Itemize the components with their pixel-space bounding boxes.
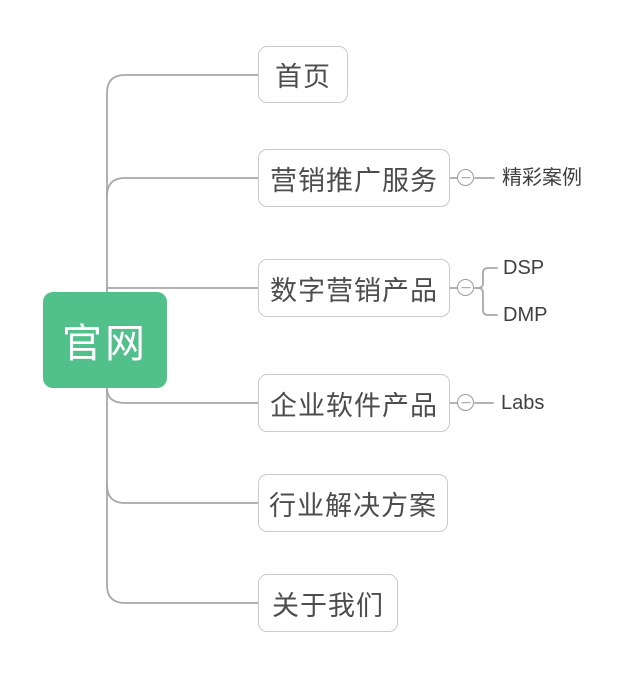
branch-marketing — [106, 177, 259, 197]
branch-about — [106, 387, 259, 604]
leaf-featured-cases[interactable]: 精彩案例 — [502, 166, 582, 190]
node-about-us-label: 关于我们 — [272, 590, 384, 621]
node-industry-solutions[interactable]: 行业解决方案 — [258, 474, 448, 532]
root-node-label: 官网 — [62, 322, 148, 366]
node-digital-products-label: 数字营销产品 — [270, 275, 438, 306]
stub-toggle-dmp — [474, 287, 498, 316]
node-home[interactable]: 首页 — [258, 46, 348, 103]
node-about-us[interactable]: 关于我们 — [258, 574, 398, 632]
node-software-products-label: 企业软件产品 — [270, 390, 438, 421]
leaf-labs-label: Labs — [501, 392, 545, 414]
minus-icon — [461, 176, 470, 179]
branch-home — [106, 74, 259, 293]
leaf-dmp-label: DMP — [503, 304, 548, 326]
node-home-label: 首页 — [275, 62, 331, 92]
branch-software — [106, 387, 259, 404]
leaf-dmp[interactable]: DMP — [503, 303, 547, 327]
stub-toggle-dsp — [474, 267, 498, 289]
root-node-guanwang[interactable]: 官网 — [43, 292, 167, 388]
collapse-toggle-software[interactable] — [457, 394, 474, 411]
minus-icon — [461, 401, 470, 404]
leaf-featured-cases-label: 精彩案例 — [502, 167, 582, 189]
node-marketing-services-label: 营销推广服务 — [270, 165, 438, 196]
branch-industry — [106, 484, 259, 504]
node-digital-products[interactable]: 数字营销产品 — [258, 259, 450, 317]
node-industry-solutions-label: 行业解决方案 — [269, 490, 437, 521]
leaf-dsp-label: DSP — [503, 257, 545, 279]
leaf-labs[interactable]: Labs — [501, 391, 544, 415]
node-marketing-services[interactable]: 营销推广服务 — [258, 149, 450, 207]
minus-icon — [461, 286, 470, 289]
collapse-toggle-marketing[interactable] — [457, 169, 474, 186]
node-software-products[interactable]: 企业软件产品 — [258, 374, 450, 432]
leaf-dsp[interactable]: DSP — [503, 256, 544, 280]
collapse-toggle-digital[interactable] — [457, 279, 474, 296]
